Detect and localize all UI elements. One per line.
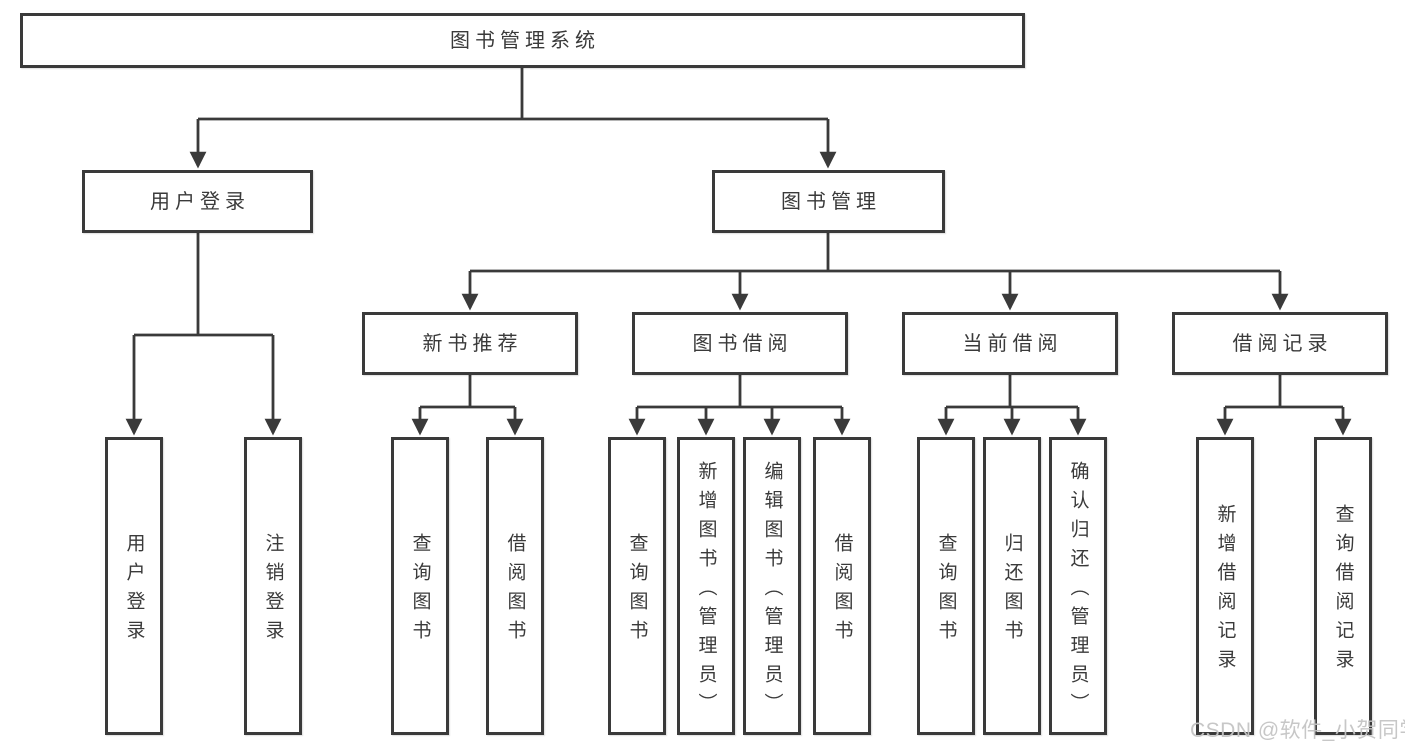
node-label: 注销登录 (262, 533, 284, 649)
node-label: 借阅图书 (831, 533, 853, 649)
node-label: 新增图书（管理员） (695, 460, 717, 722)
node-label: 用户登录 (150, 190, 250, 213)
node-label: 确认归还（管理员） (1067, 460, 1089, 722)
leaf-borrow-books-recommend: 借阅图书 (486, 437, 544, 735)
node-user-login: 用户登录 (82, 170, 313, 233)
node-label: 用户登录 (123, 533, 145, 649)
connector-new-book-recommend-to-leaves (411, 375, 524, 436)
node-book-management: 图书管理 (712, 170, 945, 233)
leaf-user-login: 用户登录 (105, 437, 163, 735)
csdn-watermark: CSDN @软件_小贺同学 (1190, 719, 1405, 742)
connector-borrow-records-to-leaves (1216, 375, 1352, 436)
node-label: 借阅记录 (1232, 332, 1333, 355)
node-label: 借阅图书 (504, 533, 526, 649)
leaf-edit-book-admin: 编辑图书（管理员） (743, 437, 801, 735)
leaf-logout: 注销登录 (244, 437, 302, 735)
leaf-query-books-recommend: 查询图书 (391, 437, 449, 735)
leaf-borrow-books: 借阅图书 (813, 437, 871, 735)
node-label: 图书管理系统 (450, 29, 600, 52)
node-label: 图书管理 (781, 190, 881, 213)
leaf-query-books-current: 查询图书 (917, 437, 975, 735)
node-root: 图书管理系统 (20, 13, 1025, 68)
leaf-query-books-borrow: 查询图书 (608, 437, 666, 735)
connector-root-to-level2 (189, 68, 837, 169)
node-label: 当前借阅 (962, 332, 1063, 355)
node-label: 归还图书 (1001, 533, 1023, 649)
connector-book-management-to-level3 (461, 233, 1289, 311)
connector-user-login-to-leaves (125, 233, 282, 436)
leaf-return-book: 归还图书 (983, 437, 1041, 735)
leaf-add-book-admin: 新增图书（管理员） (677, 437, 735, 735)
node-label: 新书推荐 (422, 332, 523, 355)
node-label: 新增借阅记录 (1214, 504, 1236, 678)
connector-book-borrow-to-leaves (628, 375, 851, 436)
leaf-add-borrow-record: 新增借阅记录 (1196, 437, 1254, 735)
node-book-borrow: 图书借阅 (632, 312, 848, 375)
node-new-book-recommend: 新书推荐 (362, 312, 578, 375)
node-label: 查询图书 (935, 533, 957, 649)
node-label: 查询图书 (409, 533, 431, 649)
node-label: 查询借阅记录 (1332, 504, 1354, 678)
node-current-borrow: 当前借阅 (902, 312, 1118, 375)
connector-current-borrow-to-leaves (937, 375, 1087, 436)
node-label: 编辑图书（管理员） (761, 460, 783, 722)
node-label: 查询图书 (626, 533, 648, 649)
node-label: 图书借阅 (692, 332, 793, 355)
leaf-confirm-return-admin: 确认归还（管理员） (1049, 437, 1107, 735)
leaf-query-borrow-record: 查询借阅记录 (1314, 437, 1372, 735)
node-borrow-records: 借阅记录 (1172, 312, 1388, 375)
